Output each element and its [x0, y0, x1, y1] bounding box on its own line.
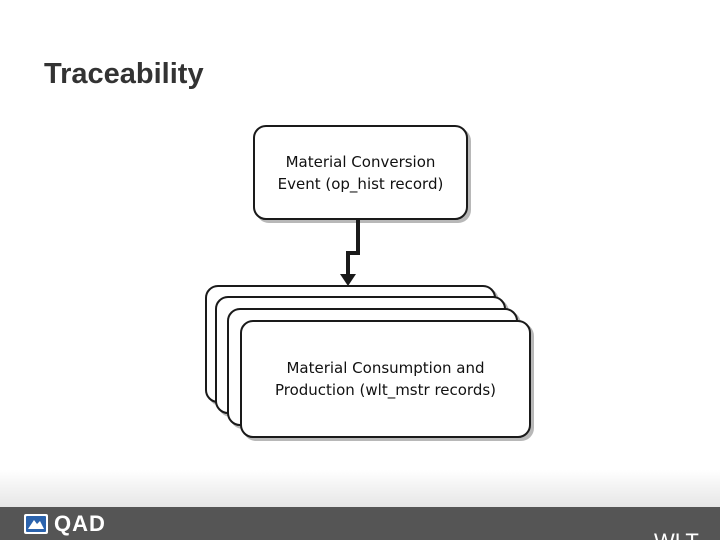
footer-gradient [0, 470, 720, 507]
connector-line [346, 218, 360, 279]
material-consumption-production-box: Material Consumption and Production (wlt… [240, 320, 531, 438]
top-box-line-2: Event (op_hist record) [277, 174, 444, 193]
bottom-box-line-1: Material Consumption and [286, 359, 485, 377]
top-box-line-1: Material Conversion [285, 152, 436, 171]
qad-logo-text: QAD [54, 511, 106, 536]
connector-arrowhead [340, 274, 356, 286]
qad-logo-icon [24, 514, 48, 534]
material-consumption-production-text: Material Consumption and Production (wlt… [242, 357, 529, 401]
material-conversion-event-box: Material Conversion Event (op_hist recor… [253, 125, 468, 220]
footer-bar: QAD WLT- [0, 507, 720, 540]
material-conversion-event-text: Material Conversion Event (op_hist recor… [255, 151, 466, 195]
slide-title: Traceability [44, 58, 204, 90]
slide-code: WLT- [654, 529, 705, 540]
bottom-box-line-2: Production (wlt_mstr records) [274, 381, 497, 399]
